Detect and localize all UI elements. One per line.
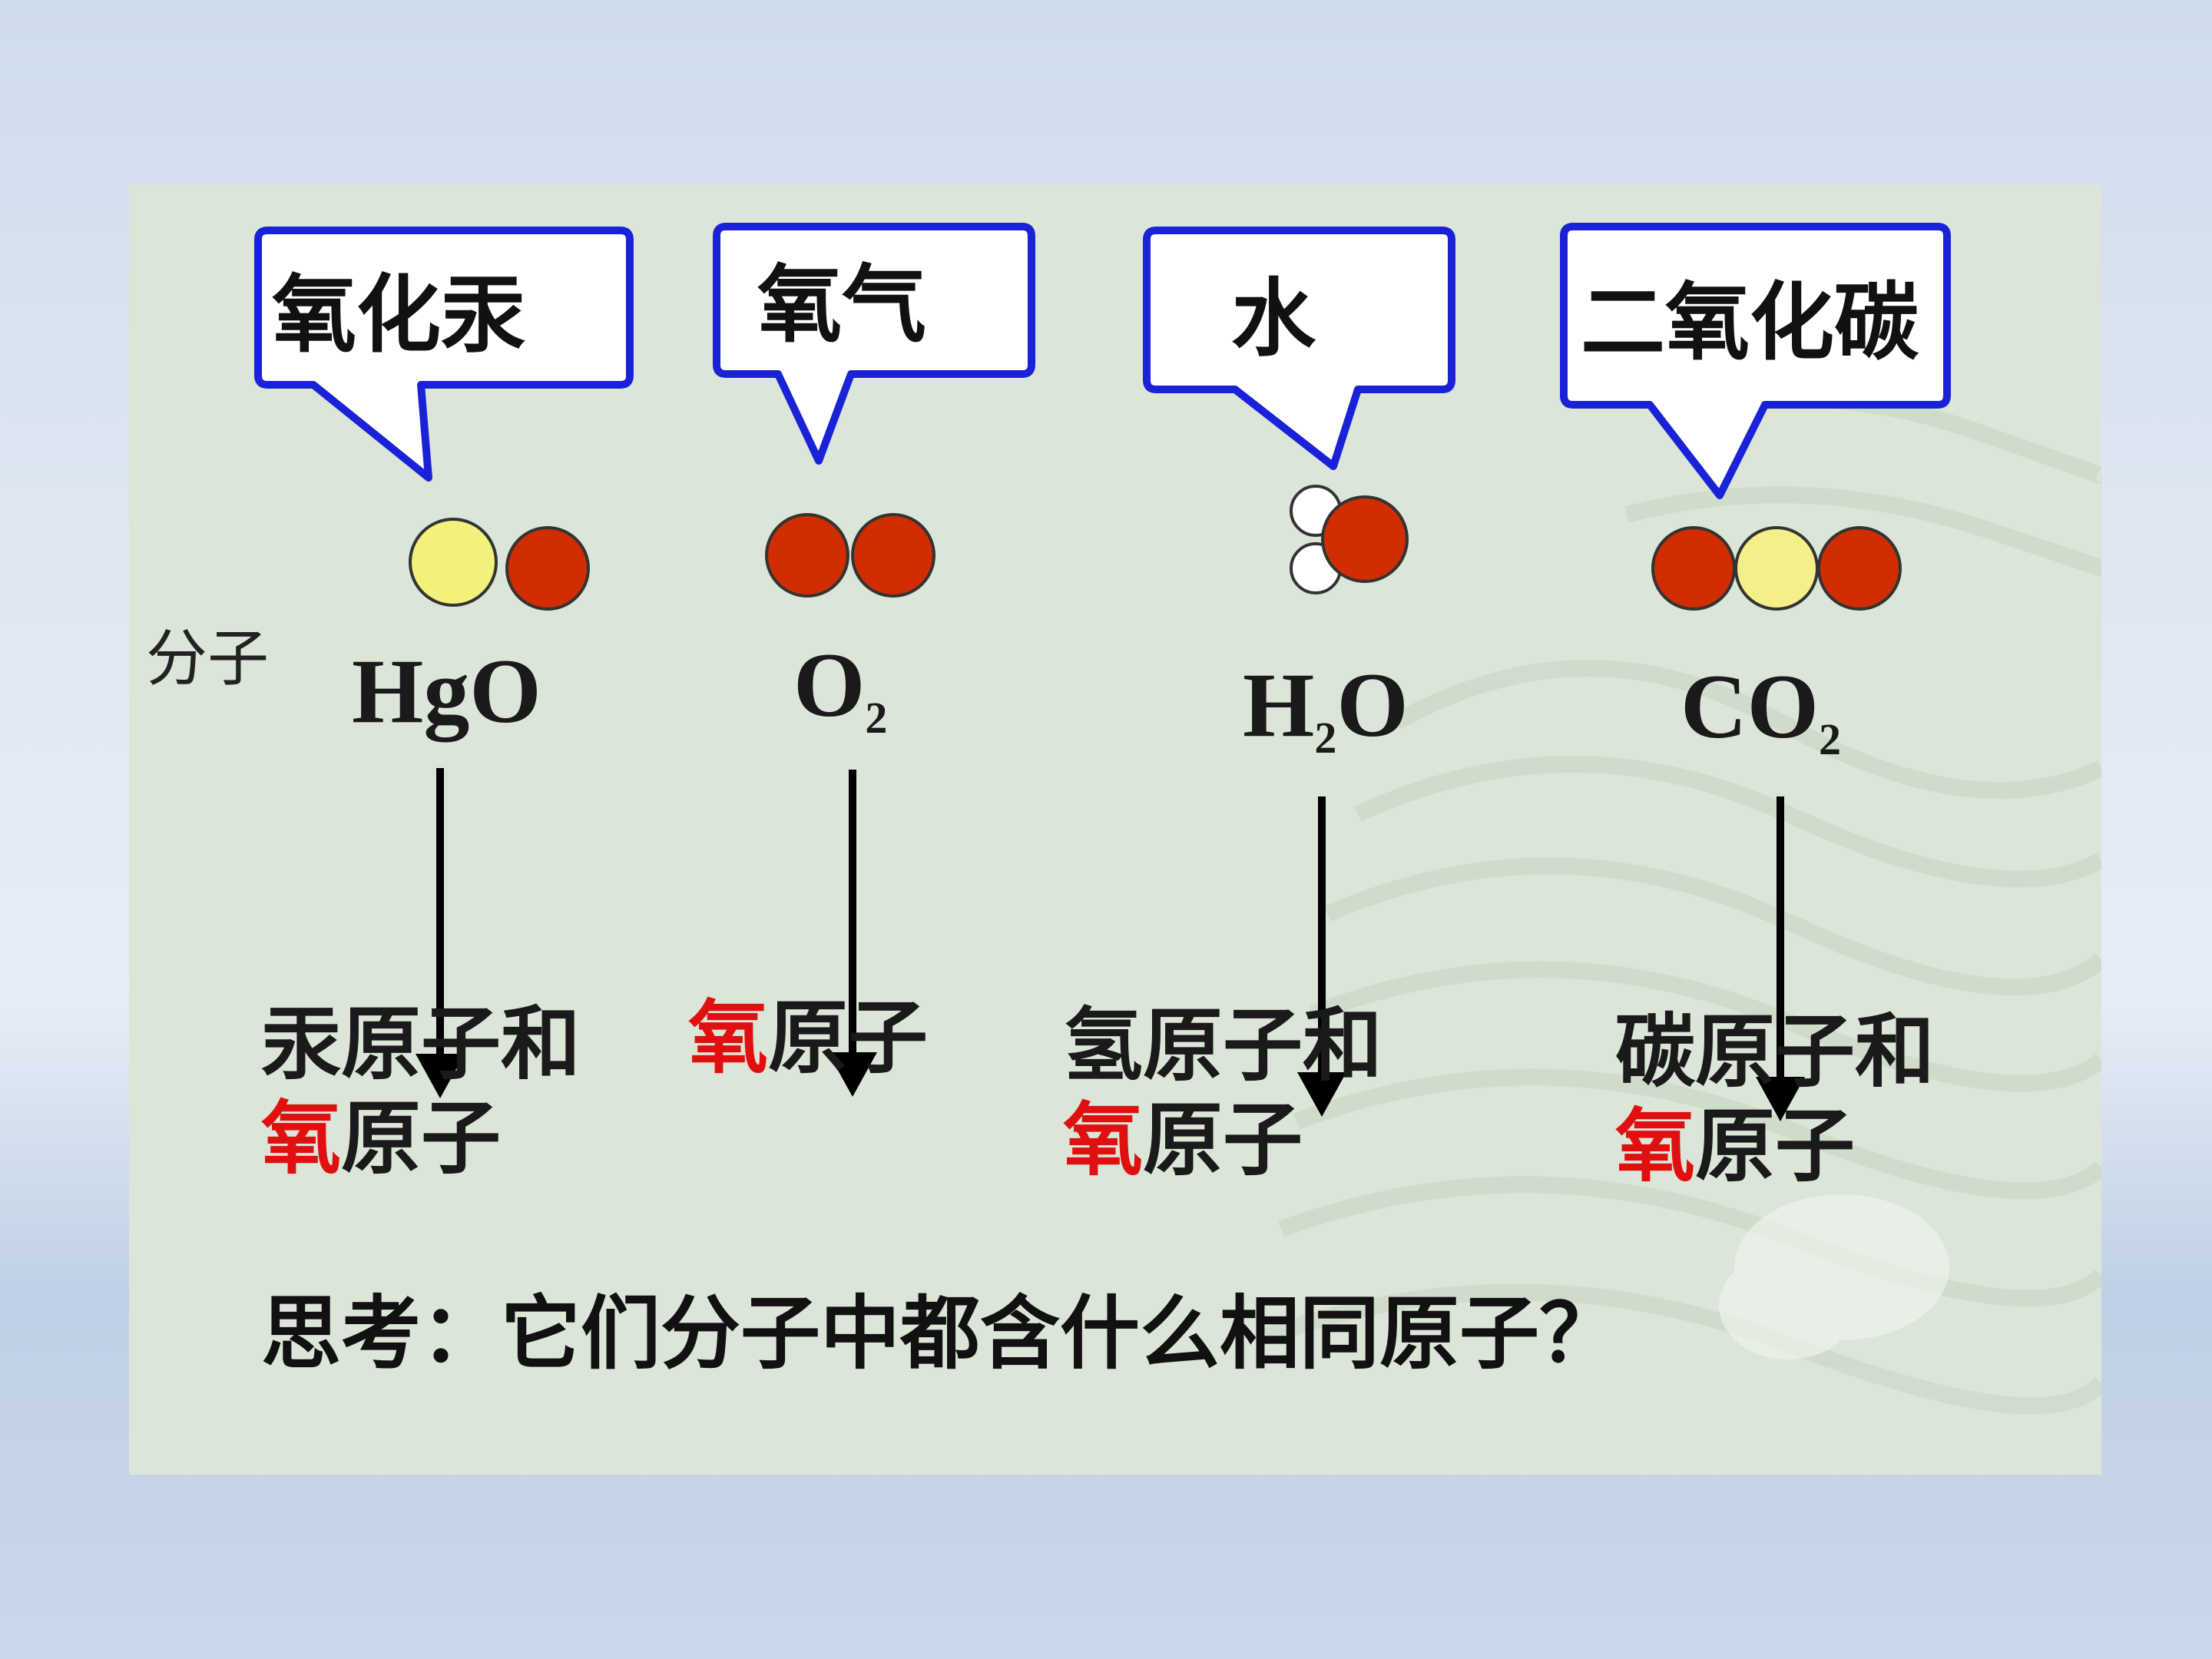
atoms-line-2: 氧原子 [1063,1093,1382,1187]
molecule-h2o-model [1290,485,1409,594]
down-arrow-4 [1756,796,1805,1121]
oxygen-atom [1651,526,1736,611]
speech-bubble-2 [713,223,1035,465]
atoms-line-1: 碳原子和 [1615,1005,1936,1098]
oxygen-highlight: 氧 [1615,1098,1696,1193]
diagram-graphics [254,223,1951,1121]
carbon-atom [1734,526,1819,611]
atoms-co2: 碳原子和 氧原子 [1615,1005,1935,1193]
speech-bubble-4 [1560,223,1951,499]
formula-subscript: 2 [1819,714,1841,764]
oxygen-atom [505,526,590,611]
oxygen-highlight: 氧 [261,1091,342,1185]
question-text: 思考：它们分子中都含什么相同原子？ [261,1286,1620,1380]
atoms-word: 原子 [1695,1098,1856,1193]
formula-co2: CO2 [1681,661,1841,762]
oxygen-highlight: 氧 [688,991,769,1084]
formula-text: O [793,634,866,736]
molecule-o2-model [765,513,935,598]
down-arrow-2 [828,770,877,1097]
bubble-label-mercury-oxide: 氧化汞 [272,266,525,364]
oxygen-atom [1321,495,1409,583]
down-arrow-1 [416,768,465,1098]
atoms-line-2: 氧原子 [1615,1099,1935,1194]
bubble-label-oxygen: 氧气 [757,256,926,354]
bubble-label-water: 水 [1231,270,1316,368]
formula-subscript: 2 [865,693,888,743]
atoms-line-1: 汞原子和 [261,997,581,1091]
atoms-line-1: 氢原子和 [1063,998,1383,1092]
row-label-molecule: 分子 [146,623,269,694]
oxygen-atom [851,513,935,598]
atoms-word: 原子 [768,991,929,1084]
atoms-word: 原子 [341,1091,502,1185]
oxygen-highlight: 氧 [1063,1092,1144,1187]
formula-text: H [1243,654,1315,756]
speech-bubble-3 [1143,227,1455,470]
molecule-hgo-model [409,518,590,611]
slide: 氧化汞 氧气 水 二氧化碳 分子 HgO O2 H2O CO2 汞原子和 氧原子… [129,184,2101,1475]
formula-o2: O2 [793,639,887,740]
formula-h2o: H2O [1243,659,1409,760]
formula-tail: O [1336,654,1409,756]
atoms-line-1: 氧原子 [688,991,928,1085]
formula-text: CO [1681,655,1819,757]
oxygen-atom [1817,526,1902,611]
formula-hgo: HgO [352,645,541,737]
atoms-word: 原子 [1143,1092,1303,1187]
formula-text: HgO [352,640,541,742]
mercury-atom [409,518,498,607]
speech-bubble-1 [254,227,634,482]
background-pattern [1263,390,2101,1415]
atoms-line-2: 氧原子 [261,1091,581,1186]
atoms-h2o: 氢原子和 氧原子 [1063,998,1382,1187]
down-arrow-3 [1297,796,1346,1117]
bubble-label-carbon-dioxide: 二氧化碳 [1581,273,1919,372]
atoms-hgo: 汞原子和 氧原子 [261,997,581,1185]
oxygen-atom [765,513,849,598]
atoms-o2: 氧原子 [688,991,928,1085]
molecule-co2-model [1651,526,1902,611]
formula-subscript: 2 [1314,713,1337,763]
